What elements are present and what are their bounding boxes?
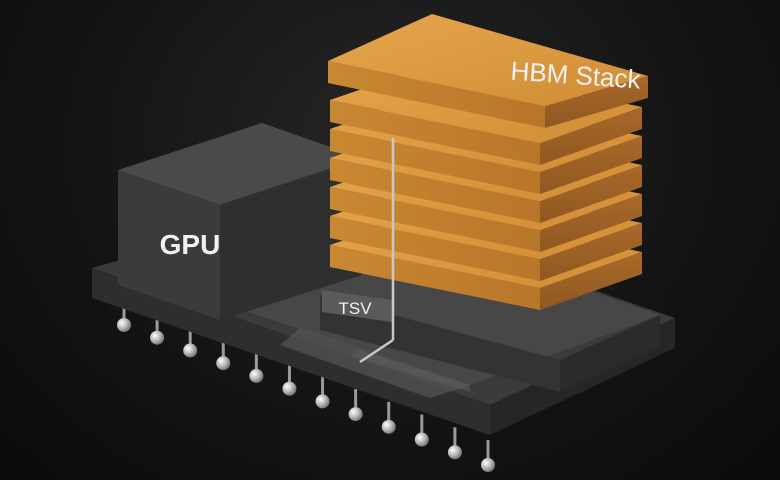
solder-pin: [381, 401, 396, 434]
tsv-via-line: [359, 138, 395, 364]
solder-pin: [414, 414, 429, 447]
solder-pin: [183, 325, 198, 358]
tsv-label: TSV: [338, 299, 372, 318]
solder-pin: [447, 427, 462, 460]
gpu-die: GPU: [118, 123, 362, 320]
solder-pin: [117, 300, 131, 332]
gpu-label: GPU: [160, 229, 221, 260]
solder-pin: [481, 440, 495, 472]
solder-pin: [282, 363, 297, 396]
solder-pin: [315, 376, 330, 409]
solder-pin: [249, 350, 264, 383]
hbm-top-die: [328, 14, 648, 128]
tsv-pad: TSV: [322, 290, 392, 322]
solder-pin: [150, 312, 165, 345]
solder-pins: [117, 300, 495, 472]
hbm-stack: [328, 14, 648, 310]
solder-pin: [348, 389, 363, 422]
solder-pin: [216, 338, 231, 371]
